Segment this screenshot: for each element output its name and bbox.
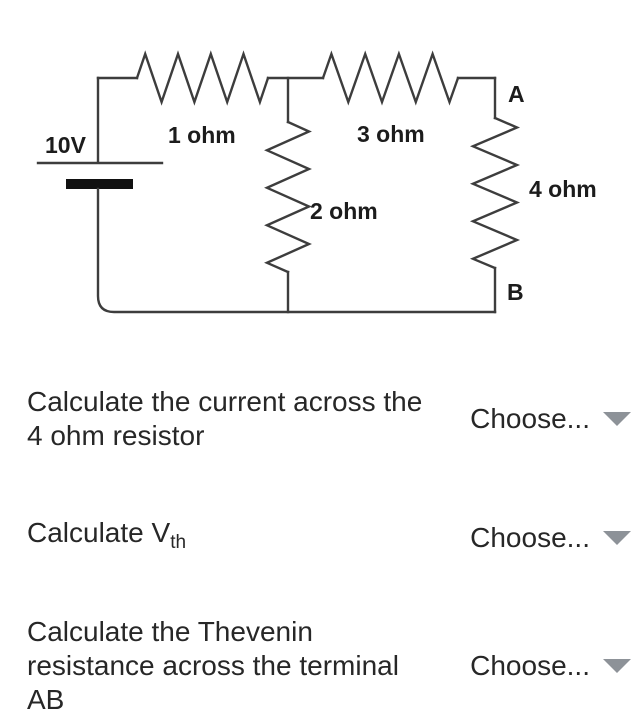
question-line: Calculate the current across the <box>27 386 423 417</box>
terminal-b-label: B <box>507 279 524 305</box>
dropdown-arrow-icon[interactable] <box>603 659 631 673</box>
answer-dropdown[interactable]: Choose... <box>470 403 631 435</box>
question-text: Calculate Vth <box>27 516 186 560</box>
resistor-r4-label: 4 ohm <box>529 176 597 202</box>
resistor-r3-zigzag <box>321 50 460 106</box>
question-line: 4 ohm resistor <box>27 420 205 451</box>
terminal-a-label: A <box>508 81 525 107</box>
resistor-r2-label: 2 ohm <box>310 198 378 224</box>
resistor-r2-zigzag <box>264 120 312 274</box>
answer-dropdown[interactable]: Choose... <box>470 522 631 554</box>
dropdown-selected-value[interactable]: Choose... <box>470 650 590 681</box>
resistor-r3-label: 3 ohm <box>357 121 425 147</box>
circuit-wires-svg <box>36 50 521 314</box>
resistor-r4-zigzag <box>469 116 521 270</box>
resistor-r1-label: 1 ohm <box>168 122 236 148</box>
answer-dropdown[interactable]: Choose... <box>470 650 631 682</box>
question-row-vth: Calculate Vth Choose... <box>27 516 631 560</box>
circuit-diagram-image: 10V 1 ohm 3 ohm 2 ohm 4 ohm A B <box>36 50 597 314</box>
question-text-subscript: th <box>170 532 187 553</box>
dropdown-arrow-icon[interactable] <box>603 412 631 426</box>
question-line: AB <box>27 684 65 710</box>
question-text-main: Calculate V <box>27 517 171 548</box>
dropdown-arrow-icon[interactable] <box>603 531 631 545</box>
question-text: Calculate the Thevenin resistance across… <box>27 615 399 710</box>
resistor-r1-zigzag <box>135 50 270 106</box>
question-line: resistance across the terminal <box>27 650 399 681</box>
question-line: Calculate Vth <box>27 516 186 560</box>
battery-short-plate <box>66 179 133 189</box>
question-text: Calculate the current across the 4 ohm r… <box>27 385 422 453</box>
wire-left-lower-and-bottom <box>96 187 497 314</box>
question-line: Calculate the Thevenin <box>27 616 313 647</box>
dropdown-selected-value[interactable]: Choose... <box>470 522 590 553</box>
question-row-current-4ohm: Calculate the current across the 4 ohm r… <box>27 380 631 458</box>
question-row-thevenin-resistance: Calculate the Thevenin resistance across… <box>27 616 631 710</box>
dropdown-selected-value[interactable]: Choose... <box>470 403 590 434</box>
voltage-source-label: 10V <box>45 132 86 158</box>
